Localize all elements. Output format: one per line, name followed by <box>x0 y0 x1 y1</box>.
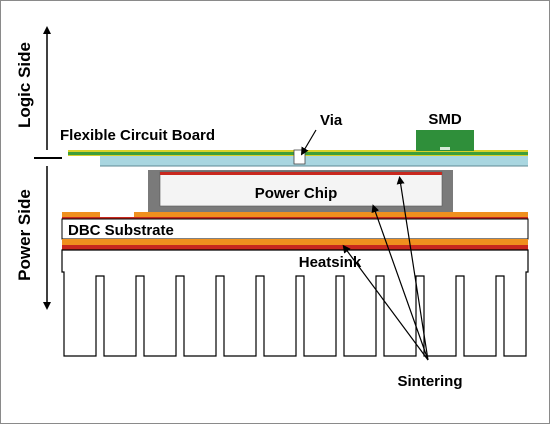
flexible-circuit-board-label: Flexible Circuit Board <box>60 127 215 144</box>
flex-board-blue-layer <box>100 156 528 166</box>
sintering-label: Sintering <box>397 373 462 390</box>
smd-label: SMD <box>428 111 462 128</box>
smd-pad-highlight <box>440 147 450 150</box>
power-side-label: Power Side <box>15 189 34 281</box>
via-pointer <box>300 129 317 156</box>
dbc-top-gap <box>100 212 134 217</box>
power-chip-label: Power Chip <box>255 185 338 202</box>
dbc-bottom-sinter-layer <box>62 239 528 245</box>
power-chip <box>159 171 443 207</box>
logic-side-label: Logic Side <box>15 42 34 128</box>
dbc-top-red-line <box>62 217 528 219</box>
heatsink-body <box>61 249 529 357</box>
sintering-pointer-heatsink <box>342 244 429 361</box>
sintering-pointer-chip <box>371 204 429 361</box>
chip-top-sinter-layer <box>160 172 442 175</box>
sintering-pointer-substrate <box>396 176 429 361</box>
dbc-substrate-label: DBC Substrate <box>68 222 174 239</box>
via-hole <box>293 149 306 165</box>
via-label: Via <box>320 112 343 129</box>
heatsink-label: Heatsink <box>299 254 362 271</box>
dbc-top-sinter-layer <box>62 212 528 217</box>
heatsink-bond-layer <box>62 245 528 250</box>
smd-component <box>416 130 474 151</box>
